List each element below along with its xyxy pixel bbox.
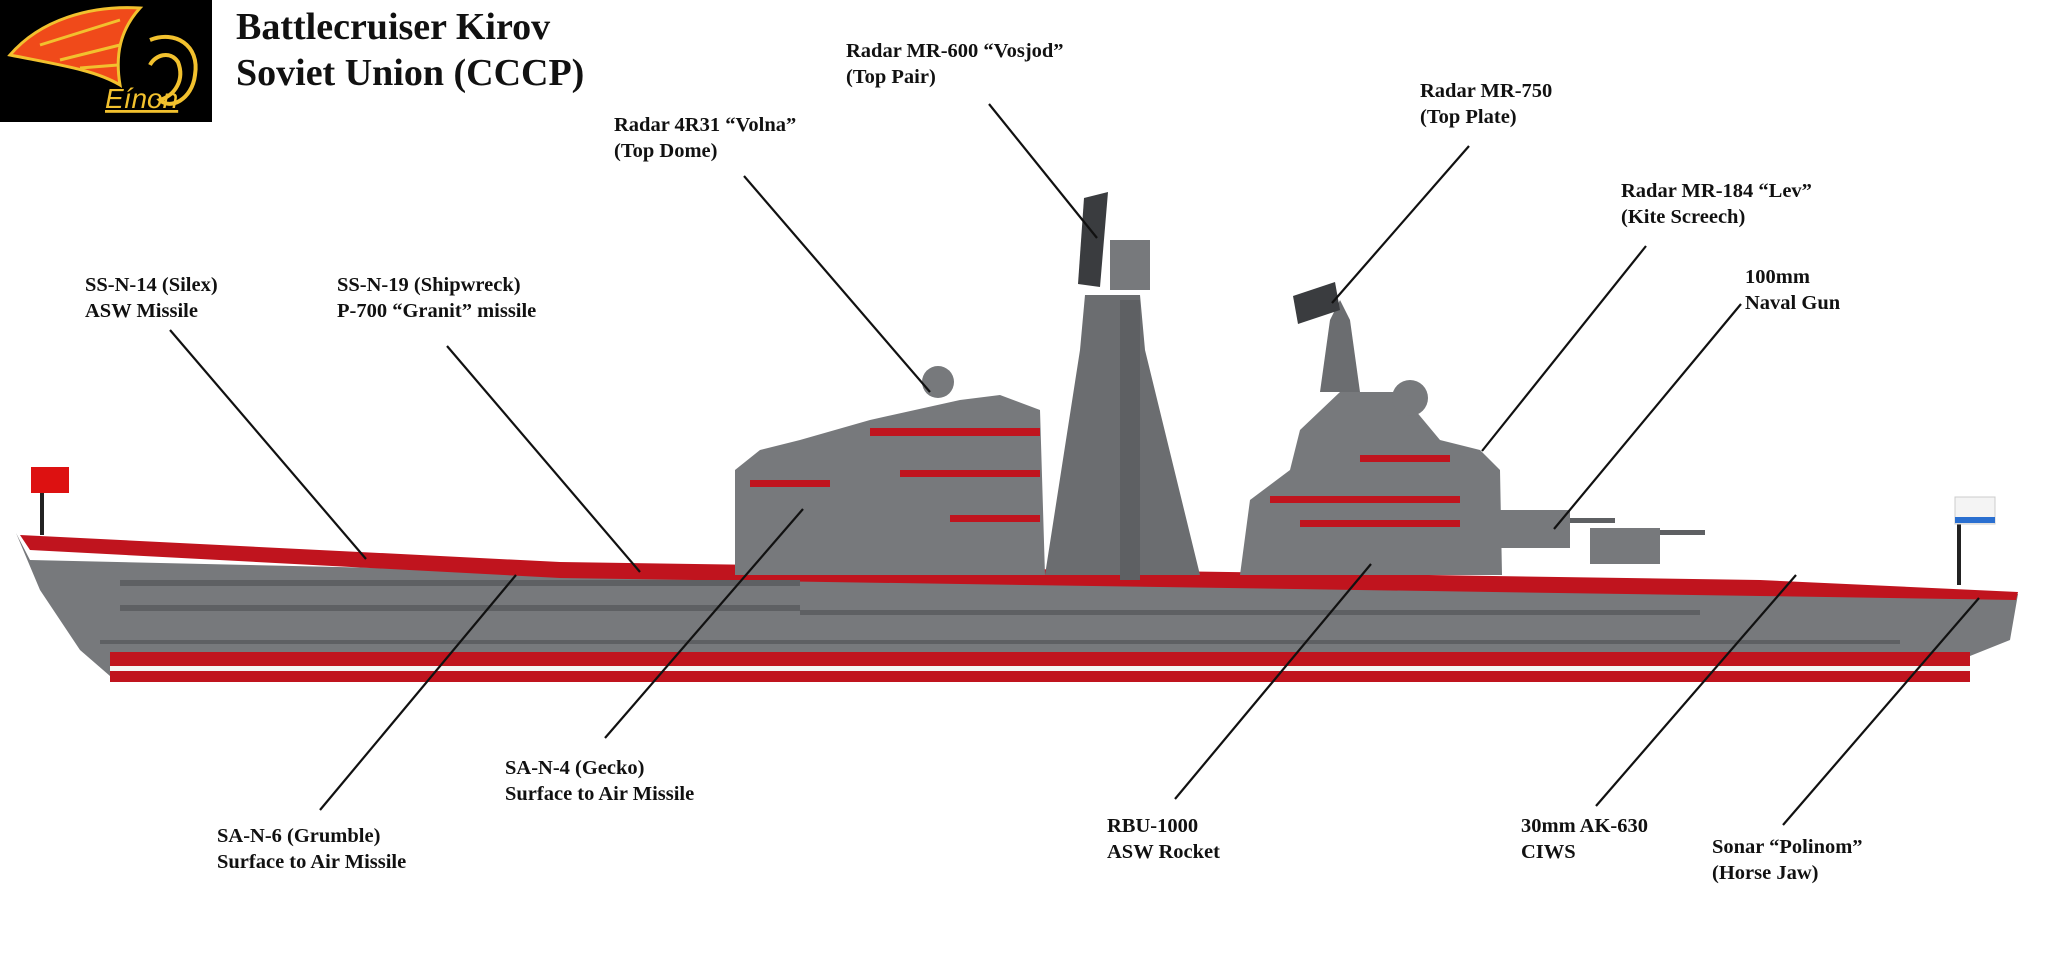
label-line: Radar MR-600 “Vosjod” [846, 40, 1064, 62]
label-line: Surface to Air Missile [505, 783, 695, 805]
label-line: (Kite Screech) [1621, 206, 1746, 228]
label-line: SA-N-6 (Grumble) [217, 825, 381, 847]
label-line: 100mm [1745, 266, 1810, 288]
label-ssn19: SS-N-19 (Shipwreck) P-700 “Granit” missil… [337, 272, 536, 324]
svg-text:Eínon: Eínon [105, 83, 178, 114]
label-line: Radar 4R31 “Volna” [614, 114, 797, 136]
leader-rbu [1174, 563, 1372, 800]
leader-san4 [604, 508, 804, 739]
leader-mr600 [988, 103, 1098, 239]
leader-ssn19 [446, 345, 641, 573]
label-mr750: Radar MR-750 (Top Plate) [1420, 78, 1552, 130]
leader-ak630 [1595, 574, 1797, 807]
label-mr184: Radar MR-184 “Lev” (Kite Screech) [1621, 178, 1812, 230]
label-ssn14: SS-N-14 (Silex) ASW Missile [85, 272, 218, 324]
gun-turret-1 [1500, 510, 1570, 548]
label-line: Naval Gun [1745, 292, 1841, 314]
label-line: CIWS [1521, 841, 1576, 863]
leader-lines [169, 103, 1980, 826]
gun-turret-2 [1590, 528, 1660, 564]
label-line: (Horse Jaw) [1712, 862, 1819, 884]
label-line: Sonar “Polinom” [1712, 836, 1863, 858]
leader-san6 [319, 574, 517, 811]
waterline-white [110, 666, 1970, 671]
label-volna: Radar 4R31 “Volna” (Top Dome) [614, 112, 796, 164]
hull-portholes [100, 580, 1900, 644]
mr750-radar [1293, 282, 1340, 324]
aft-mast [1320, 300, 1360, 392]
leader-mr750 [1331, 145, 1470, 304]
label-line: Radar MR-750 [1420, 80, 1553, 102]
label-line: SS-N-14 (Silex) [85, 274, 218, 296]
label-line: SS-N-19 (Shipwreck) [337, 274, 521, 296]
leader-gun100 [1553, 303, 1742, 530]
leader-volna [743, 175, 931, 393]
label-line: SA-N-4 (Gecko) [505, 757, 645, 779]
mr600-radar [1078, 192, 1108, 287]
title-line-1: Battlecruiser Kirov [236, 6, 551, 48]
label-line: ASW Rocket [1107, 841, 1220, 863]
leader-sonar [1782, 597, 1980, 826]
forward-superstructure [735, 395, 1045, 575]
label-line: RBU-1000 [1107, 815, 1199, 837]
label-line: ASW Missile [85, 300, 198, 322]
deck-red-stripe [20, 535, 2018, 600]
title-line-2: Soviet Union (CCCP) [236, 52, 585, 94]
leader-mr184 [1481, 245, 1647, 452]
label-line: 30mm AK-630 [1521, 815, 1648, 837]
page-title: Battlecruiser Kirov Soviet Union (CCCP) [236, 4, 584, 96]
label-line: P-700 “Granit” missile [337, 300, 537, 322]
label-line: (Top Pair) [846, 66, 936, 88]
label-san4: SA-N-4 (Gecko) Surface to Air Missile [505, 755, 694, 807]
label-line: Surface to Air Missile [217, 851, 407, 873]
label-mr600: Radar MR-600 “Vosjod” (Top Pair) [846, 38, 1064, 90]
leader-ssn14 [169, 329, 367, 560]
dragon-logo-icon: Eínon [7, 6, 198, 114]
label-line: Radar MR-184 “Lev” [1621, 180, 1812, 202]
einon-logo: Eínon [0, 0, 212, 122]
volna-dome [922, 366, 954, 398]
label-san6: SA-N-6 (Grumble) Surface to Air Missile [217, 823, 406, 875]
label-sonar: Sonar “Polinom” (Horse Jaw) [1712, 834, 1863, 886]
label-line: (Top Dome) [614, 140, 718, 162]
soviet-flag [31, 467, 69, 493]
aft-superstructure [1240, 392, 1502, 575]
label-line: (Top Plate) [1420, 106, 1517, 128]
